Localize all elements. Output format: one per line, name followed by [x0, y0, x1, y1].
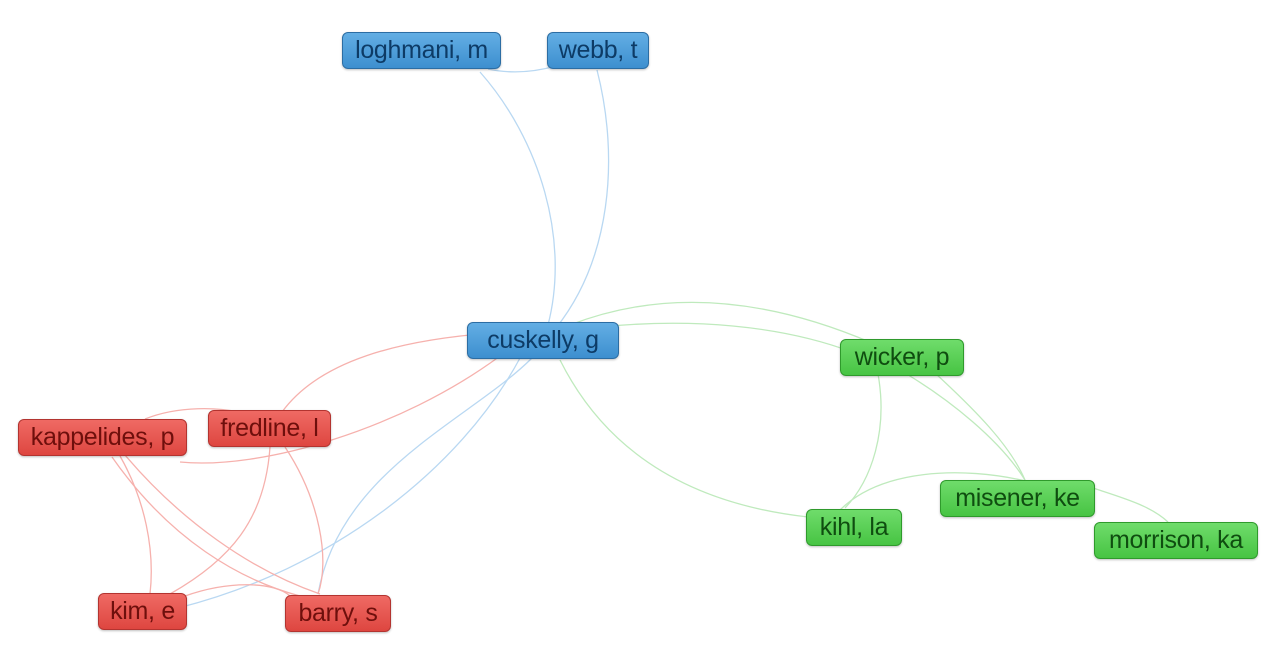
edge-cuskelly-kihl: [559, 359, 809, 518]
node-misener[interactable]: misener, ke: [940, 480, 1095, 517]
node-fredline[interactable]: fredline, l: [208, 410, 331, 447]
edge-kappelides-barry-a: [111, 456, 301, 597]
node-barry[interactable]: barry, s: [285, 595, 391, 632]
edge-wicker-kihl: [844, 373, 882, 509]
node-kihl[interactable]: kihl, la: [806, 509, 902, 546]
edge-cuskelly-wicker-upper: [569, 301, 873, 344]
node-loghmani[interactable]: loghmani, m: [342, 32, 501, 69]
edge-wicker-misener-b: [934, 372, 1026, 481]
edge-kappelides-kim: [119, 455, 152, 595]
edge-fredline-kim: [169, 446, 271, 595]
edge-wicker-misener-a: [904, 372, 1026, 481]
edge-cuskelly-kim: [177, 357, 521, 609]
edge-fredline-barry: [284, 446, 324, 595]
edge-cuskelly-wicker-lower: [599, 322, 853, 353]
edge-webb-cuskelly: [555, 69, 610, 329]
edge-misener-morrison: [1089, 486, 1169, 523]
edge-loghmani-cuskelly: [479, 71, 556, 326]
node-cuskelly[interactable]: cuskelly, g: [467, 322, 619, 359]
node-wicker[interactable]: wicker, p: [840, 339, 964, 376]
node-kappelides[interactable]: kappelides, p: [18, 419, 187, 456]
edge-kihl-misener: [839, 472, 1031, 511]
edge-cuskelly-fredline: [281, 332, 493, 413]
node-kim[interactable]: kim, e: [98, 593, 187, 630]
node-webb[interactable]: webb, t: [547, 32, 649, 69]
node-morrison[interactable]: morrison, ka: [1094, 522, 1258, 559]
edge-cuskelly-barry: [317, 357, 533, 595]
edge-kim-barry: [184, 584, 291, 597]
edge-kappelides-barry-b: [124, 454, 321, 595]
edge-cuskelly-kappelides: [179, 355, 501, 464]
